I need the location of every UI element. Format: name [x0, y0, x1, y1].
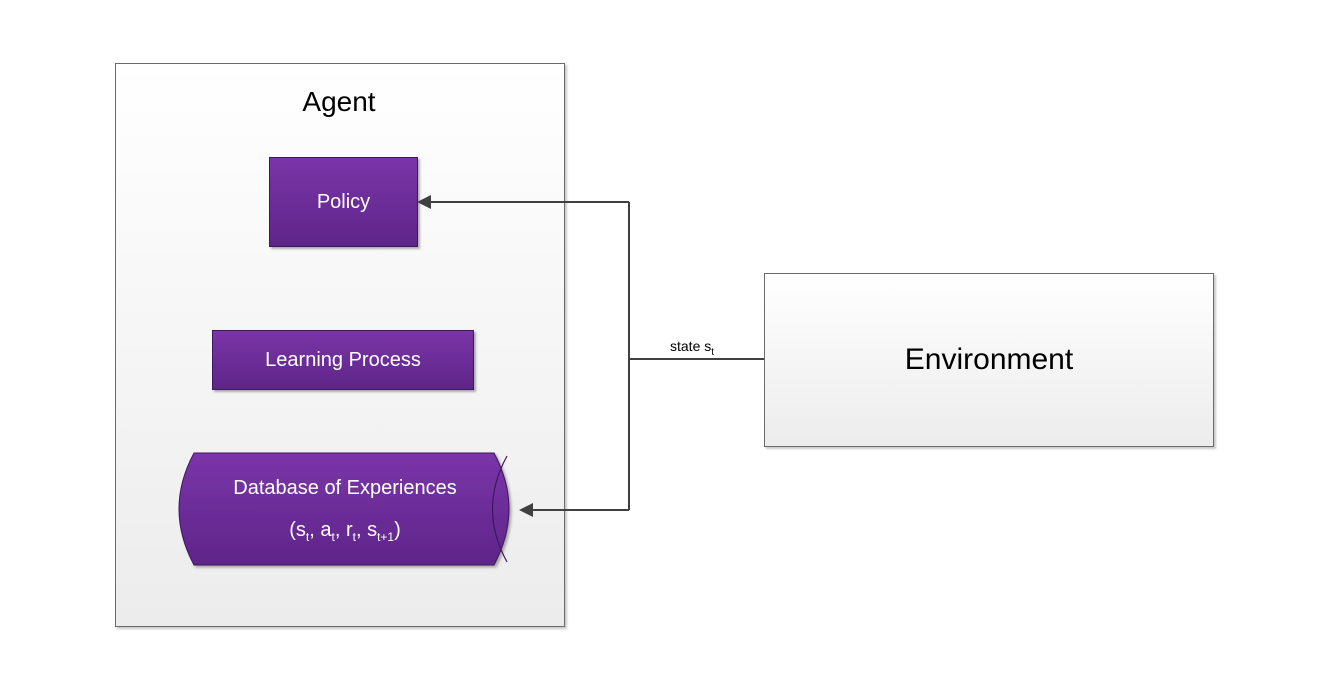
- learning-process-label: Learning Process: [265, 348, 421, 371]
- agent-title: Agent: [302, 86, 376, 117]
- database-text: Database of Experiences (st, at, rt, st+…: [180, 453, 510, 565]
- environment-label: Environment: [904, 343, 1074, 376]
- environment-box[interactable]: Environment: [764, 273, 1214, 447]
- arrowhead-policy-icon: [417, 195, 431, 209]
- database-tuple: (st, at, rt, st+1): [289, 519, 401, 544]
- database-title: Database of Experiences: [233, 477, 457, 499]
- policy-label: Policy: [316, 190, 371, 213]
- learning-process-box[interactable]: Learning Process: [212, 330, 474, 390]
- state-connector-label: state st: [670, 338, 715, 358]
- database-cylinder-edge: [492, 455, 508, 563]
- database-cylinder[interactable]: [178, 452, 510, 566]
- policy-box[interactable]: Policy: [269, 157, 418, 247]
- arrowhead-database-icon: [519, 503, 533, 517]
